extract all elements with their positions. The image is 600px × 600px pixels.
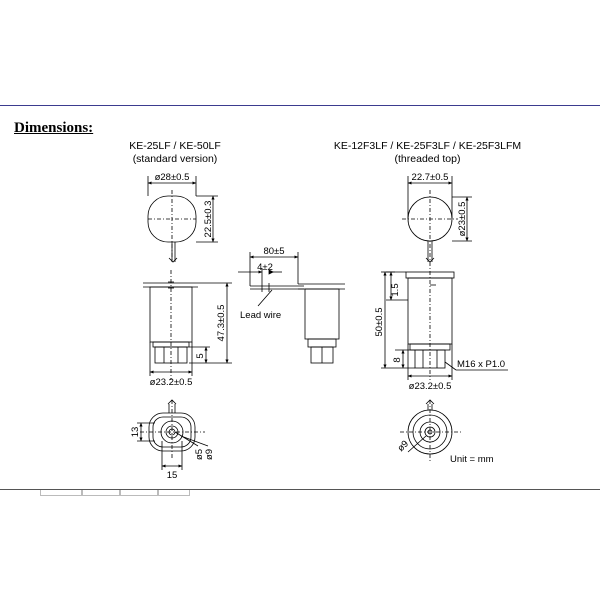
strip-length: 4±2 <box>257 262 273 273</box>
left-inner-d1: ø5 <box>194 449 205 460</box>
units-note: Unit = mm <box>450 454 494 465</box>
left-bottom-view <box>137 399 209 470</box>
sheet-tab-1[interactable] <box>40 490 82 496</box>
left-body-height: 47.3±0.5 <box>216 305 227 342</box>
left-top-diameter: ø28±0.5 <box>155 172 190 183</box>
right-model-title: KE-12F3LF / KE-25F3LF / KE-25F3LFM <box>333 140 522 152</box>
sheet-tab-2[interactable] <box>82 490 120 496</box>
right-body-height: 50±0.5 <box>374 308 385 337</box>
right-model-subtitle: (threaded top) <box>394 153 461 165</box>
right-body-diameter: ø23.2±0.5 <box>409 381 452 392</box>
left-model-subtitle: (standard version) <box>132 153 218 165</box>
right-thread-spec: M16 x P1.0 <box>457 359 505 370</box>
top-rule <box>0 105 600 106</box>
left-bottom-width: 15 <box>167 470 178 481</box>
bottom-rule <box>0 489 600 490</box>
sheet-tab-4[interactable] <box>158 490 190 496</box>
right-bottom-view <box>400 399 462 462</box>
left-bottom-height: 13 <box>130 427 141 438</box>
left-thread-height: 5 <box>195 353 206 358</box>
left-body-diameter: ø23.2±0.5 <box>150 377 193 388</box>
left-top-view <box>147 176 218 263</box>
right-collar-height: 1.5 <box>390 283 401 296</box>
right-thread-height: 8 <box>392 357 403 362</box>
lead-wire-view <box>238 252 345 364</box>
lead-wire-label: Lead wire <box>240 310 281 321</box>
left-top-height: 22.5±0.3 <box>203 201 214 238</box>
left-inner-d2: ø9 <box>204 449 215 460</box>
lead-length: 80±5 <box>263 246 284 257</box>
right-top-width: 22.7±0.5 <box>412 172 449 183</box>
right-side-view <box>381 262 508 380</box>
right-top-view <box>402 176 472 263</box>
page-heading: Dimensions: <box>14 120 94 136</box>
left-side-view <box>143 270 232 380</box>
sheet-tab-3[interactable] <box>120 490 158 496</box>
left-model-title: KE-25LF / KE-50LF <box>129 140 221 152</box>
right-top-diameter: ø23±0.5 <box>457 202 468 237</box>
